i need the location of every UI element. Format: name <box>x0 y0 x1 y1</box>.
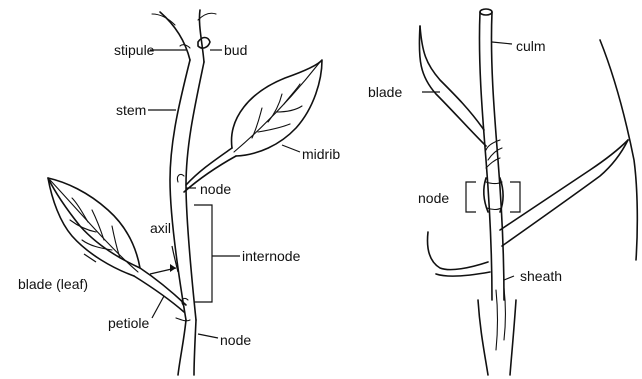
label-node-lower: node <box>220 332 251 348</box>
label-stipule: stipule <box>114 42 154 58</box>
label-axil: axil <box>150 220 171 236</box>
label-sheath: sheath <box>520 268 562 284</box>
label-petiole: petiole <box>108 315 149 331</box>
internode-bracket <box>194 205 212 302</box>
label-node: node <box>418 190 449 206</box>
right-leader-lines <box>422 42 514 280</box>
stem-bottom <box>178 320 186 375</box>
far-right-blade <box>600 40 637 260</box>
label-node-upper: node <box>200 181 231 197</box>
node-bracket <box>466 182 476 212</box>
upper-blade <box>420 26 484 130</box>
label-culm: culm <box>516 38 546 54</box>
sheath-shape <box>478 300 488 375</box>
left-leader-lines <box>84 50 300 338</box>
label-stem: stem <box>116 102 146 118</box>
label-bud: bud <box>224 42 247 58</box>
grass-plant-drawing <box>419 9 637 375</box>
label-internode: internode <box>242 248 300 264</box>
lower-leaf-midrib <box>50 180 138 272</box>
bud-shape <box>198 38 210 49</box>
culm-left-edge <box>479 12 492 300</box>
culm-right-edge <box>491 12 504 300</box>
dicot-plant-drawing <box>48 10 322 375</box>
label-midrib: midrib <box>302 146 340 162</box>
upper-petiole <box>186 148 232 185</box>
lower-left-blade <box>428 232 489 270</box>
label-blade: blade <box>368 84 402 100</box>
culm-top <box>480 9 492 15</box>
top-branch <box>160 12 190 60</box>
label-blade-leaf: blade (leaf) <box>18 276 88 292</box>
right-blade <box>500 140 628 230</box>
